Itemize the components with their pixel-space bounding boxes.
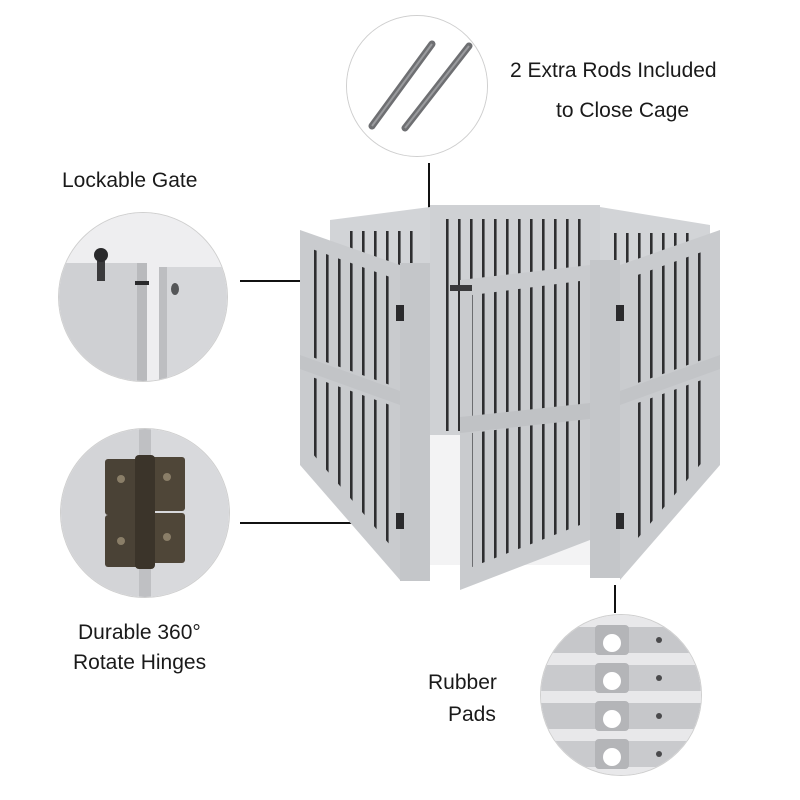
hinge-right (616, 305, 624, 321)
pads-label-line1: Rubber (428, 671, 497, 694)
hinge-left (396, 305, 404, 321)
hinges-leader-line (240, 522, 400, 524)
gate-label: Lockable Gate (62, 169, 198, 192)
hinges-label-line1: Durable 360° (78, 621, 201, 644)
pads-label-line2: Pads (448, 703, 496, 726)
rods-leader-line (428, 163, 430, 215)
hinge-icon (61, 429, 229, 597)
rods-detail-circle (346, 15, 488, 157)
rubber-pad-icon (541, 615, 701, 775)
rods-label-line1: 2 Extra Rods Included (510, 59, 717, 82)
pads-leader-line (614, 585, 616, 613)
rods-label-line2: to Close Cage (556, 99, 690, 122)
gate-detail-circle (58, 212, 228, 382)
rods-icon (347, 16, 487, 156)
hinges-detail-circle (60, 428, 230, 598)
gate-latch-icon (59, 213, 227, 381)
pads-detail-circle (540, 614, 702, 776)
pet-playpen-image (290, 195, 730, 615)
hinges-label-line2: Rotate Hinges (73, 651, 207, 674)
